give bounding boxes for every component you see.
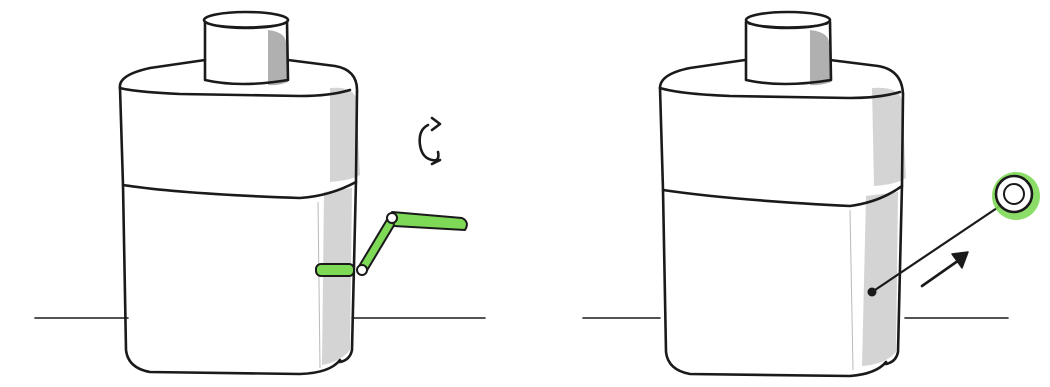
bottle-neck [744,10,833,86]
panel-left-crank [34,10,486,376]
bottle-body [118,58,360,376]
bottle-neck [202,10,290,86]
pull-direction-arrow-icon [920,251,969,288]
rotate-clockwise-arrow-icon [418,116,442,166]
bottle-body [658,58,906,378]
pull-cord [867,172,1040,297]
crank-handle [315,211,468,277]
panel-right-pull-cord [582,10,1040,378]
